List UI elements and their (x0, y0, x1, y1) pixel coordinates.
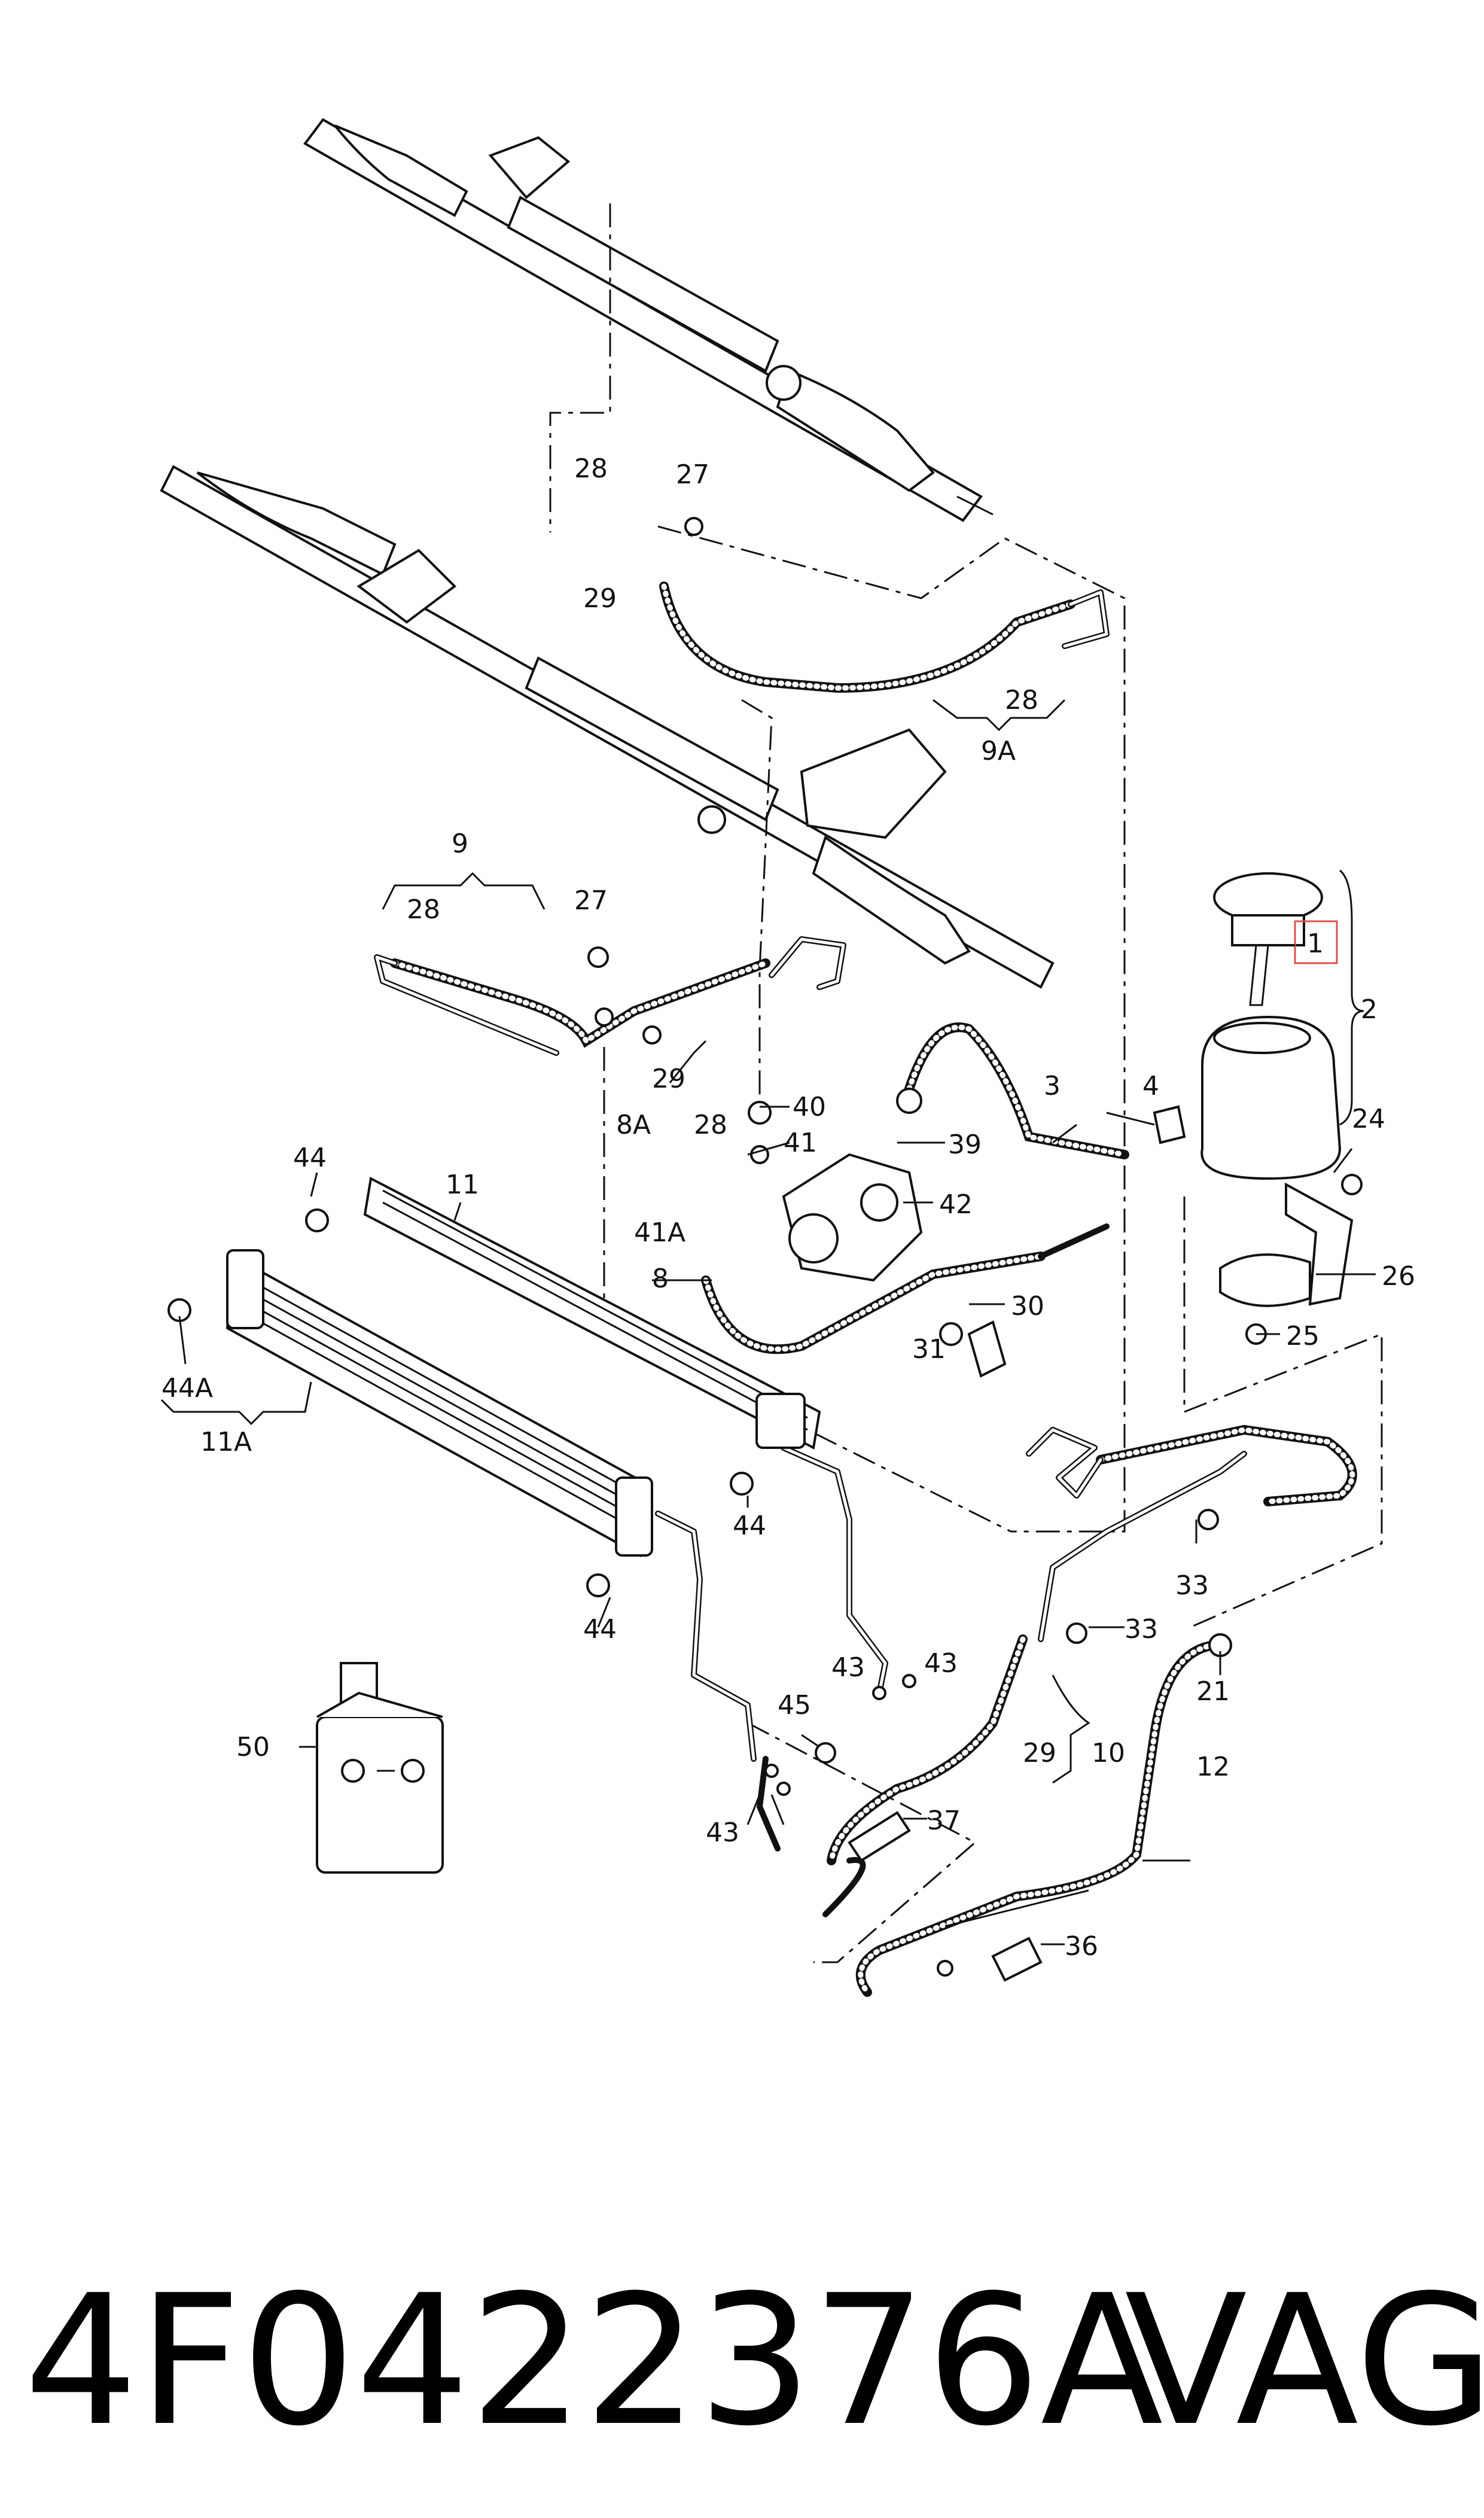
leader-lines (160, 699, 1376, 1945)
label-2: 2 (1361, 994, 1378, 1025)
label-30: 30 (1011, 1291, 1044, 1322)
label-29c: 29 (1023, 1738, 1056, 1768)
label-21: 21 (1196, 1676, 1230, 1707)
label-25: 25 (1286, 1321, 1320, 1351)
pipes (374, 589, 1247, 1917)
brand-name: VAG (1125, 2257, 1484, 2465)
label-37: 37 (927, 1805, 961, 1836)
label-28d: 28 (694, 1110, 727, 1140)
label-39: 39 (948, 1129, 982, 1160)
label-10: 10 (1092, 1738, 1125, 1768)
label-24: 24 (1352, 1104, 1385, 1134)
label-43c: 43 (706, 1817, 739, 1848)
callout-labels: 1 2 3 4 8 8A 9 9A 10 11 11A 12 21 24 25 … (161, 453, 1415, 1962)
label-27a: 27 (676, 459, 709, 490)
label-29a: 29 (583, 583, 617, 614)
label-45: 45 (778, 1690, 811, 1721)
label-40: 40 (793, 1092, 826, 1122)
label-4: 4 (1142, 1071, 1159, 1101)
label-12: 12 (1196, 1752, 1230, 1782)
label-3: 3 (1044, 1071, 1061, 1101)
label-29b: 29 (652, 1064, 685, 1094)
label-44c: 44 (583, 1614, 617, 1645)
steering-rack-lower (160, 465, 1055, 989)
label-28c: 28 (407, 894, 440, 925)
label-11: 11 (446, 1170, 479, 1200)
label-31: 31 (912, 1334, 946, 1365)
label-43a: 43 (831, 1652, 865, 1683)
label-43b: 43 (924, 1648, 958, 1679)
label-33a: 33 (1175, 1570, 1209, 1601)
label-9A: 9A (981, 736, 1016, 766)
label-8A: 8A (616, 1110, 651, 1140)
label-44b: 44 (733, 1511, 766, 1541)
power-steering-pump (782, 1153, 923, 1282)
label-28a: 28 (574, 453, 608, 484)
label-28b: 28 (1005, 685, 1038, 715)
label-36: 36 (1065, 1931, 1098, 1962)
oil-coolers (226, 1176, 821, 1558)
hardware (167, 517, 1363, 1982)
label-42: 42 (939, 1189, 973, 1220)
label-33b: 33 (1125, 1614, 1158, 1645)
label-9: 9 (452, 829, 468, 859)
hoses (390, 581, 1357, 1997)
label-8: 8 (652, 1263, 669, 1294)
label-1: 1 (1307, 928, 1324, 959)
label-50: 50 (236, 1732, 270, 1762)
steering-rack-upper (303, 118, 994, 522)
fluid-reservoir (1200, 872, 1342, 1180)
fluid-can (316, 1662, 444, 1874)
label-11A: 11A (200, 1427, 252, 1457)
part-number: 4F0422376A (24, 2257, 1164, 2465)
label-41: 41 (784, 1128, 817, 1158)
label-44A: 44A (161, 1373, 213, 1403)
label-41A: 41A (634, 1217, 685, 1248)
label-26: 26 (1382, 1261, 1415, 1292)
reservoir-bracket (1219, 1182, 1354, 1307)
label-44a: 44 (293, 1143, 327, 1173)
label-27b: 27 (574, 885, 608, 916)
